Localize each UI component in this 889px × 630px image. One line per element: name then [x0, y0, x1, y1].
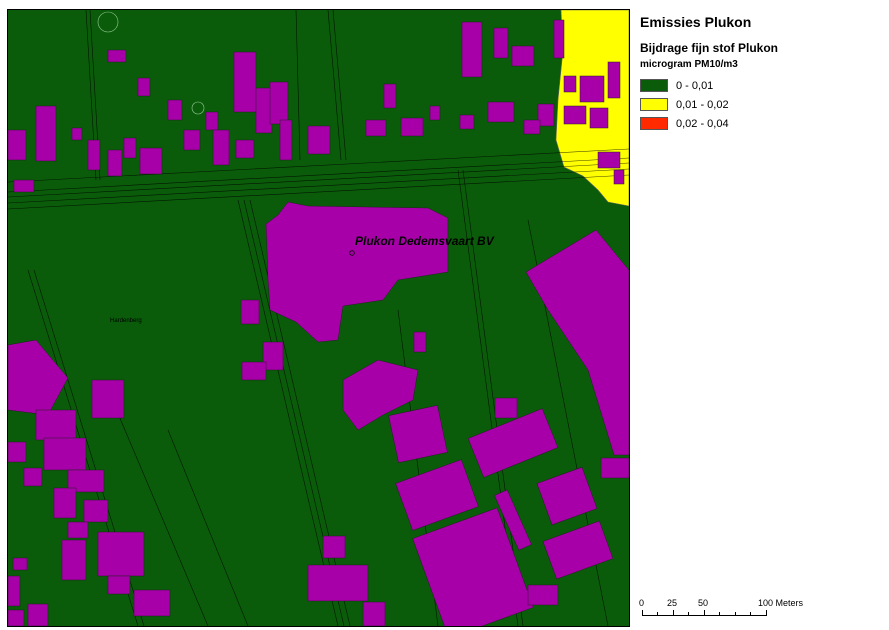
legend-title: Emissies Plukon — [640, 14, 752, 30]
legend-item: 0,01 - 0,02 — [640, 95, 880, 114]
scale-tick — [766, 610, 767, 616]
map-canvas — [8, 10, 629, 626]
scale-label-50: 50 — [698, 598, 709, 608]
map-view[interactable]: Plukon Dedemsvaart BV Hardenberg — [7, 9, 630, 627]
buildings-layer — [8, 19, 629, 626]
legend-item: 0 - 0,01 — [640, 76, 880, 95]
facility-marker[interactable] — [349, 250, 355, 256]
legend-unit: microgram PM10/m3 — [640, 59, 738, 70]
scale-tick — [750, 612, 751, 616]
legend-label: 0,01 - 0,02 — [676, 98, 729, 111]
legend-label: 0 - 0,01 — [676, 79, 714, 92]
scale-tick — [642, 610, 643, 616]
legend: Emissies Plukon Bijdrage fijn stof Pluko… — [640, 14, 880, 133]
scale-tick — [719, 612, 720, 616]
scale-label-25: 25 — [667, 598, 678, 608]
scale-label-0: 0 — [639, 598, 645, 608]
legend-swatch — [640, 117, 668, 130]
scale-tick — [673, 610, 674, 616]
place-label: Hardenberg — [110, 318, 142, 324]
facility-label: Plukon Dedemsvaart BV — [355, 234, 494, 248]
plukon-factory — [265, 201, 449, 343]
legend-swatch — [640, 98, 668, 111]
scale-bar: 0 25 50 100 Meters — [636, 598, 876, 628]
scale-tick — [704, 610, 705, 616]
scale-tick — [735, 612, 736, 616]
legend-subtitle: Bijdrage fijn stof Plukon — [640, 41, 779, 55]
scale-label-100: 100 Meters — [758, 598, 804, 608]
legend-item: 0,02 - 0,04 — [640, 114, 880, 133]
scale-tick — [657, 612, 658, 616]
scale-tick — [688, 612, 689, 616]
map-features — [97, 11, 205, 115]
legend-label: 0,02 - 0,04 — [676, 117, 729, 130]
legend-swatch — [640, 79, 668, 92]
